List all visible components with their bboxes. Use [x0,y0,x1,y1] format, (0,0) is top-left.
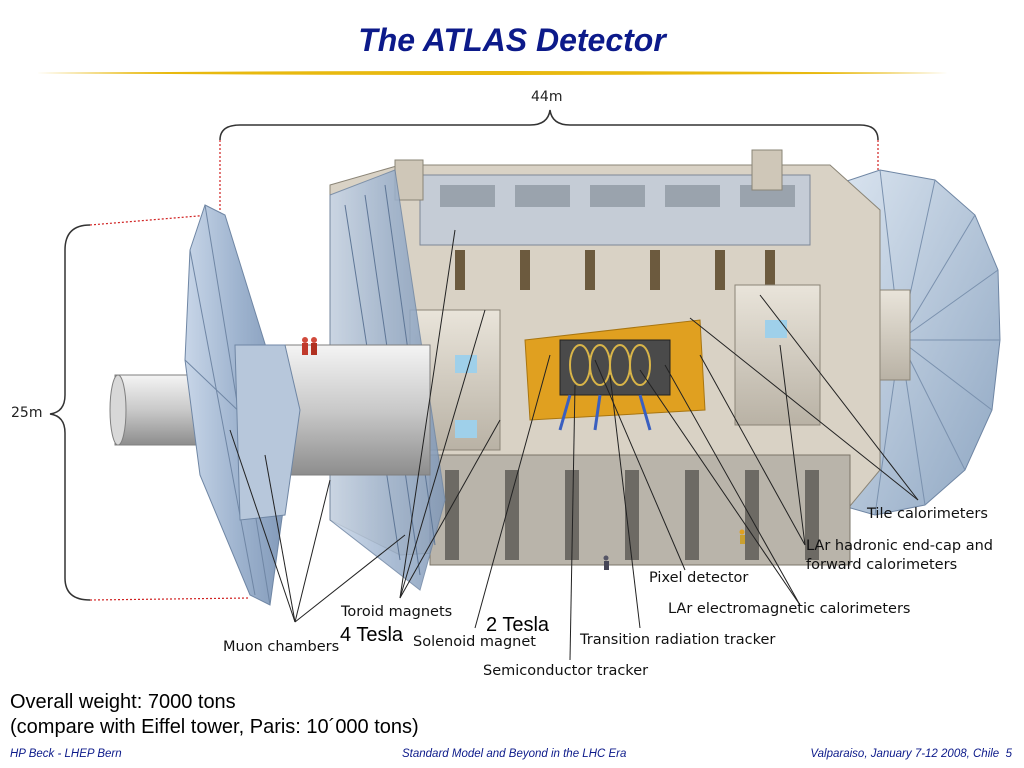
height-brace [49,224,91,601]
label-tile-calorimeters: Tile calorimeters [867,506,988,522]
footer-location-date: Valparaiso, January 7-12 2008, Chile 5 [810,748,1012,760]
title-underline [36,71,948,75]
label-lar-hadronic-line2: forward calorimeters [806,557,958,573]
label-solenoid-magnet: Solenoid magnet [413,634,536,650]
length-brace [219,109,879,141]
footer-author: HP Beck - LHEP Bern [10,748,122,760]
label-semiconductor-tracker: Semiconductor tracker [483,663,649,679]
footer-event-title: Standard Model and Beyond in the LHC Era [402,748,627,760]
slide-title: The ATLAS Detector [358,22,666,58]
label-lar-em-calorimeters: LAr electromagnetic calorimeters [668,601,911,617]
weight-line: Overall weight: 7000 tons [10,691,236,713]
length-dimension-label: 44m [531,89,563,105]
atlas-detector-illustration [49,109,1001,661]
height-dimension-label: 25m [11,405,43,421]
comparison-line: (compare with Eiffel tower, Paris: 10´00… [10,716,419,738]
label-toroid-magnets: Toroid magnets [341,604,453,620]
label-muon-chambers: Muon chambers [223,639,340,655]
toroid-field-strength: 4 Tesla [340,624,404,646]
solenoid-field-strength: 2 Tesla [486,614,550,636]
label-pixel-detector: Pixel detector [649,570,749,586]
label-lar-hadronic-line1: LAr hadronic end-cap and [806,538,993,554]
label-transition-radiation-tracker: Transition radiation tracker [580,632,776,648]
